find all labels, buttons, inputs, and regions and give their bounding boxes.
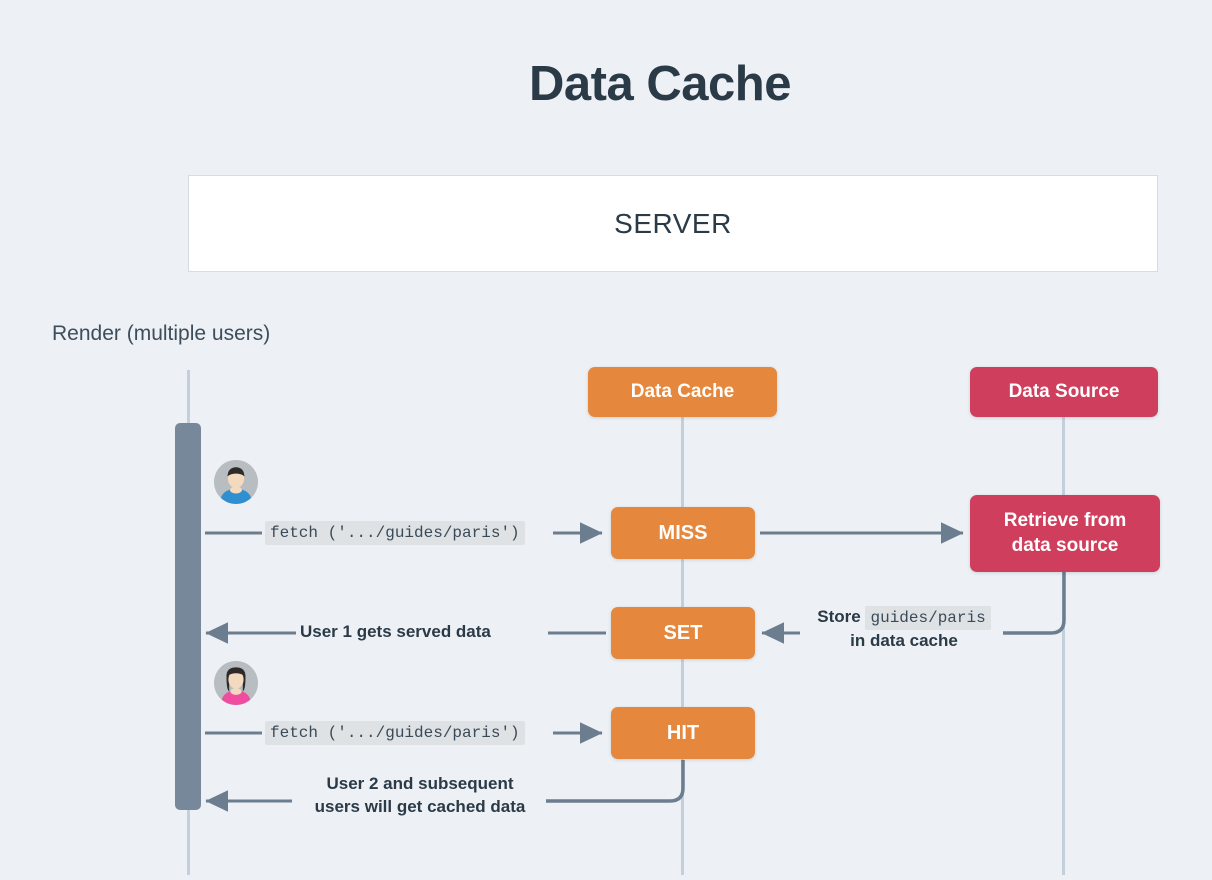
node-set-label: SET [663, 622, 703, 644]
wire-hit-to-user2 [546, 760, 685, 803]
label-cached-line2: users will get cached data [314, 796, 526, 816]
label-user2-fetch: fetch ('.../guides/paris') [265, 721, 525, 745]
node-set[interactable]: SET [611, 607, 755, 659]
node-hit[interactable]: HIT [611, 707, 755, 759]
code-chip-fetch: fetch ('.../guides/paris') [265, 721, 525, 745]
node-retrieve-from-data-source[interactable]: Retrieve from data source [970, 495, 1160, 572]
node-retrieve-line2: data source [1011, 534, 1119, 556]
node-retrieve-line1: Retrieve from [1003, 509, 1127, 531]
node-hit-label: HIT [666, 722, 700, 744]
node-miss-label: MISS [658, 522, 708, 544]
lifeline-data-source [1062, 405, 1065, 875]
code-chip-fetch: fetch ('.../guides/paris') [265, 521, 525, 545]
activation-bar-user [175, 423, 201, 810]
label-store-in-cache: Store guides/paris in data cache [806, 606, 1002, 653]
avatar-user-1 [214, 460, 258, 504]
node-data-source-label: Data Source [1008, 380, 1120, 402]
node-data-cache-header[interactable]: Data Cache [588, 367, 777, 417]
node-data-source-header[interactable]: Data Source [970, 367, 1158, 417]
label-user2-cached: User 2 and subsequent users will get cac… [296, 773, 544, 819]
label-store-prefix: Store [817, 607, 861, 626]
avatar-user-2 [214, 661, 258, 705]
server-container: SERVER [188, 175, 1158, 272]
code-chip-guides-paris: guides/paris [865, 606, 991, 630]
page-title: Data Cache [529, 57, 791, 111]
node-data-cache-label: Data Cache [630, 380, 735, 402]
label-user1-served: User 1 gets served data [300, 622, 491, 641]
user-avatar-icon [214, 460, 258, 504]
label-user1-fetch: fetch ('.../guides/paris') [265, 521, 525, 545]
wire-source-to-set [1003, 572, 1066, 635]
label-store-suffix: in data cache [850, 630, 958, 650]
user-avatar-icon [214, 661, 258, 705]
render-section-label: Render (multiple users) [52, 322, 271, 345]
node-miss[interactable]: MISS [611, 507, 755, 559]
server-label: SERVER [614, 207, 732, 239]
label-cached-line1: User 2 and subsequent [326, 774, 514, 793]
